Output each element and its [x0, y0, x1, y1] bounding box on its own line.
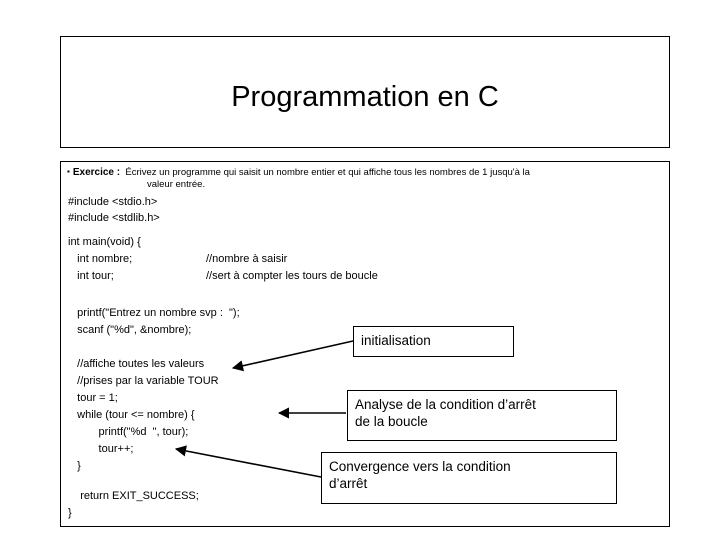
exercise-line-1: ▪Exercice : Écrivez un programme qui sai…	[67, 166, 667, 179]
page-title: Programmation en C	[231, 81, 499, 113]
code-line: printf("Entrez un nombre svp : ");	[68, 307, 240, 319]
code-line: //prises par la variable TOUR	[68, 375, 219, 387]
callout-initialisation: initialisation	[353, 326, 514, 357]
code-line: }	[68, 507, 72, 519]
callout-convergence: Convergence vers la condition d’arrêt	[321, 452, 617, 504]
code-line: int main(void) {	[68, 236, 141, 248]
title-frame: Programmation en C	[60, 36, 670, 148]
code-line: printf("%d ", tour);	[68, 426, 189, 438]
callout-analyse-condition: Analyse de la condition d’arrêt de la bo…	[347, 390, 617, 441]
code-line: int nombre;	[68, 253, 133, 265]
exercise-label: Exercice :	[72, 167, 121, 178]
bullet-icon: ▪	[67, 167, 70, 176]
exercise-statement: ▪Exercice : Écrivez un programme qui sai…	[67, 166, 667, 191]
code-line: while (tour <= nombre) {	[68, 409, 195, 421]
code-line: return EXIT_SUCCESS;	[68, 490, 199, 502]
code-line: tour = 1;	[68, 392, 118, 404]
code-comment: //sert à compter les tours de boucle	[206, 270, 378, 282]
exercise-text-2: valeur entrée.	[147, 179, 206, 190]
code-line: tour++;	[68, 443, 134, 455]
code-line: int tour;	[68, 270, 114, 282]
code-line: scanf ("%d", &nombre);	[68, 324, 192, 336]
code-line: #include <stdlib.h>	[68, 212, 160, 224]
code-comment: //nombre à saisir	[206, 253, 288, 265]
content-frame: ▪Exercice : Écrivez un programme qui sai…	[60, 161, 670, 527]
code-line: //affiche toutes les valeurs	[68, 358, 205, 370]
code-line: #include <stdio.h>	[68, 196, 158, 208]
code-line: }	[68, 460, 81, 472]
exercise-text-1: Écrivez un programme qui saisit un nombr…	[125, 167, 530, 178]
